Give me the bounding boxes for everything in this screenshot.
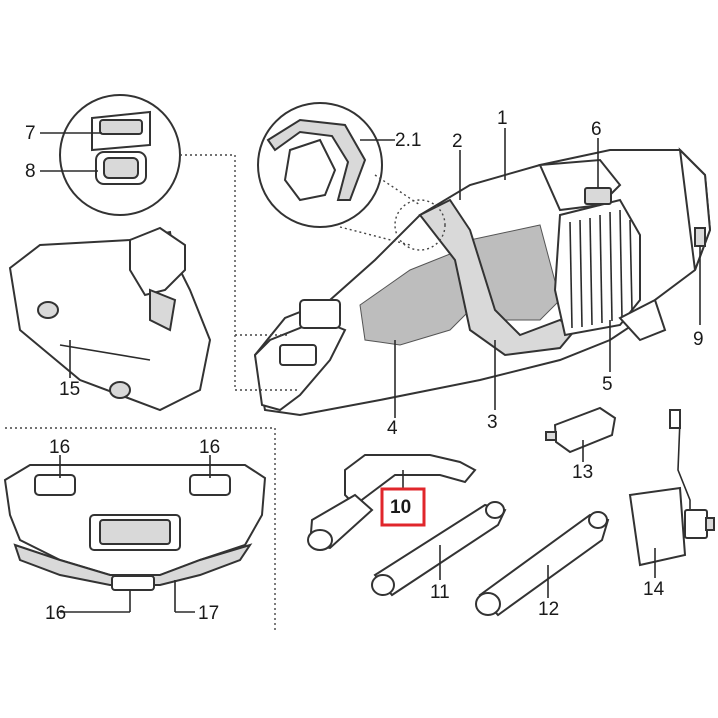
nozzle-base-plate bbox=[3, 464, 267, 591]
floor-nozzle bbox=[8, 226, 212, 412]
callout-15: 15 bbox=[59, 379, 80, 400]
vacuum-body bbox=[253, 147, 712, 417]
part-12-crevice-tube bbox=[475, 511, 610, 617]
callout-17: 17 bbox=[198, 603, 219, 624]
callout-16-left: 16 bbox=[49, 437, 70, 458]
callout-10: 10 bbox=[390, 497, 411, 518]
callout-11: 11 bbox=[430, 582, 450, 603]
callout-6: 6 bbox=[591, 119, 602, 140]
filter-pleats bbox=[569, 209, 633, 329]
part-14-charger-adapter bbox=[628, 409, 715, 567]
callout-8: 8 bbox=[25, 161, 36, 182]
callout-14: 14 bbox=[643, 579, 665, 600]
bracket-nozzle-parts bbox=[5, 427, 276, 630]
callout-5: 5 bbox=[602, 374, 613, 395]
callout-1: 1 bbox=[497, 108, 508, 129]
callout-7: 7 bbox=[25, 123, 36, 144]
callout-9: 9 bbox=[693, 329, 704, 350]
detail-circle-seal bbox=[257, 102, 446, 251]
callout-4: 4 bbox=[387, 418, 398, 439]
callout-labels: 1 2 2.1 3 4 5 6 7 8 9 10 11 12 13 14 15 … bbox=[25, 108, 704, 624]
callout-3: 3 bbox=[487, 412, 498, 433]
highlight-box bbox=[380, 487, 426, 527]
callout-13: 13 bbox=[572, 462, 593, 483]
part-10-extension-handle bbox=[307, 454, 477, 551]
callout-16-bottom: 16 bbox=[45, 603, 66, 624]
callout-12: 12 bbox=[538, 599, 559, 620]
callout-2: 2 bbox=[452, 131, 463, 152]
part-13-charger-plug bbox=[545, 406, 617, 454]
callout-2-1: 2.1 bbox=[395, 130, 421, 151]
callout-16-right: 16 bbox=[199, 437, 220, 458]
leader-lines bbox=[40, 128, 701, 613]
detail-circle-filter-holder bbox=[59, 94, 300, 391]
